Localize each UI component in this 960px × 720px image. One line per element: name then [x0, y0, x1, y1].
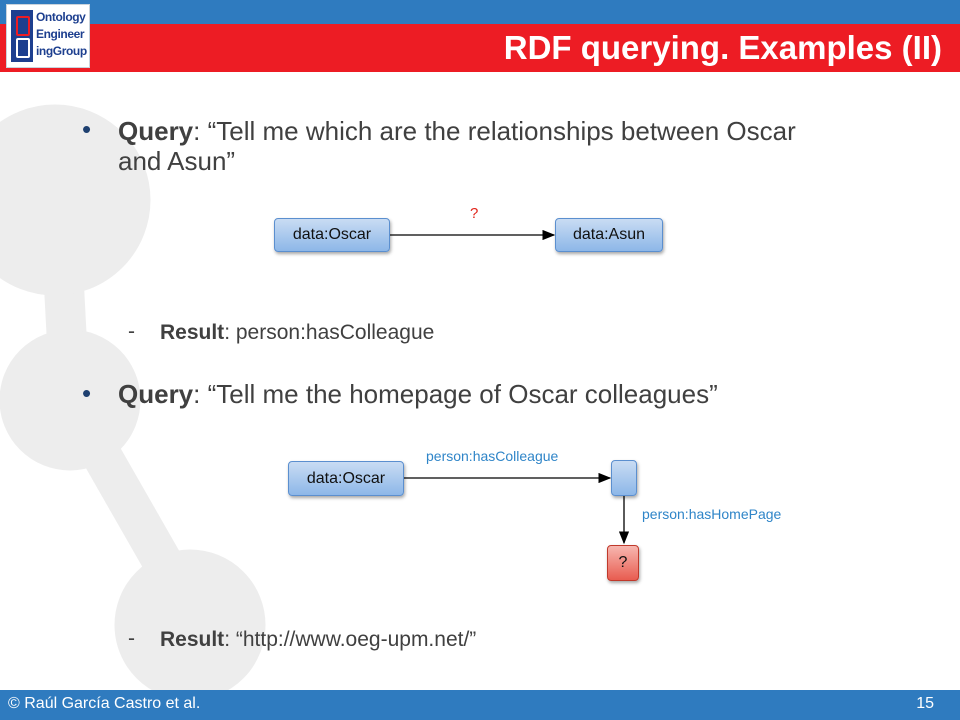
query1-result-label: Result — [160, 321, 225, 344]
footer-bar: © Raúl García Castro et al. 15 — [0, 690, 960, 720]
page-number: 15 — [916, 695, 934, 712]
header-top-bar — [0, 0, 960, 24]
logo-line-3: ingGroup — [36, 44, 87, 58]
query1-question: : “Tell me which are the relationships b… — [118, 116, 796, 176]
query1-edge-label: ? — [470, 205, 479, 222]
footer-credit: © Raúl García Castro et al. — [8, 695, 201, 712]
query2-node-oscar: data:Oscar — [288, 461, 404, 496]
query2-result: Result: “http://www.oeg-upm.net/” — [160, 627, 476, 653]
query2-question: : “Tell me the homepage of Oscar colleag… — [193, 379, 718, 409]
query2-node-blank — [611, 460, 637, 496]
query2-text: Query: “Tell me the homepage of Oscar co… — [118, 379, 838, 409]
query2-result-dash: - — [128, 627, 135, 650]
query1-result-value: : person:hasColleague — [224, 321, 435, 344]
oeg-logo: Ontology Engineer ingGroup — [6, 4, 90, 68]
query1-text: Query: “Tell me which are the relationsh… — [118, 116, 838, 176]
query2-result-value: : “http://www.oeg-upm.net/” — [224, 628, 477, 651]
query1-node-oscar: data:Oscar — [274, 218, 390, 252]
query1-result-dash: - — [128, 320, 135, 343]
oeg-logo-text: Ontology Engineer ingGroup — [36, 9, 90, 60]
query1-label: Query — [118, 116, 194, 146]
logo-line-2: Engineer — [36, 27, 85, 41]
header-title-bar — [0, 24, 960, 72]
query2-result-label: Result — [160, 628, 225, 651]
slide-title: RDF querying. Examples (II) — [503, 29, 942, 66]
oeg-logo-mark-icon — [11, 10, 33, 62]
query2-node-result: ? — [607, 545, 639, 581]
query1-node-asun: data:Asun — [555, 218, 663, 252]
query1-bullet: • — [82, 114, 92, 144]
query2-edge1-label: person:hasColleague — [426, 448, 559, 464]
query2-label: Query — [118, 379, 194, 409]
query1-result: Result: person:hasColleague — [160, 320, 434, 346]
query2-edge2-label: person:hasHomePage — [642, 506, 782, 522]
logo-line-1: Ontology — [36, 10, 86, 24]
query2-bullet: • — [82, 378, 92, 408]
